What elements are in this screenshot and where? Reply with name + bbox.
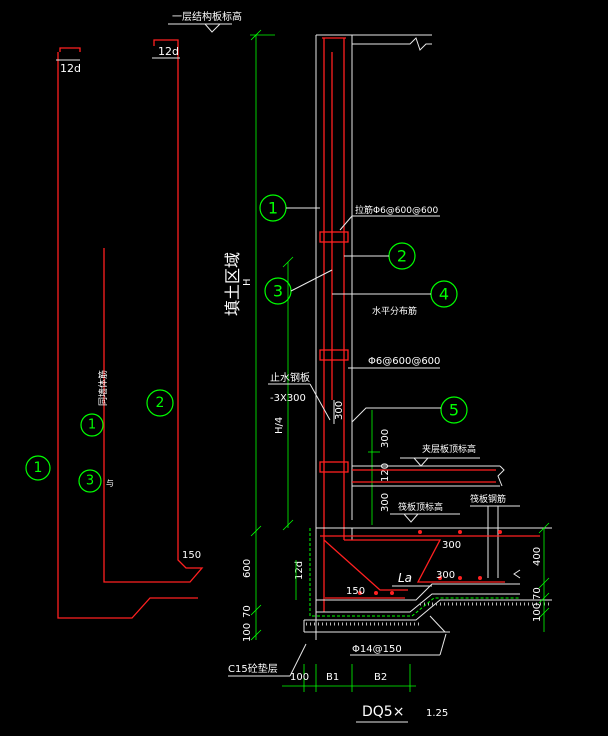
svg-text:1: 1 <box>34 460 43 476</box>
la-label: La <box>398 571 412 585</box>
dim-right-wall: 300 120 300 <box>368 410 391 525</box>
svg-text:70: 70 <box>242 605 253 618</box>
phi6-label: Φ6@600@600 <box>368 356 440 367</box>
dim-h4: H/4 <box>274 256 294 531</box>
svg-text:B2: B2 <box>374 672 387 683</box>
twelve-d-label-b: 12d <box>158 45 179 58</box>
svg-text:100: 100 <box>290 672 309 683</box>
phi14-label: Φ14@150 <box>352 644 402 655</box>
svg-text:300: 300 <box>380 429 391 448</box>
drawing-scale: 1.25 <box>426 708 448 719</box>
wall-body <box>315 34 432 640</box>
svg-text:4: 4 <box>439 285 449 304</box>
svg-text:1: 1 <box>88 418 96 433</box>
svg-text:70: 70 <box>532 587 543 600</box>
svg-text:300: 300 <box>380 493 391 512</box>
svg-text:300: 300 <box>436 570 455 581</box>
callout-3-left <box>78 469 102 493</box>
slab-level-label: 一层结构板标高 <box>172 10 242 23</box>
waterstop-size: -3X300 <box>270 393 306 404</box>
dim-right-footing: 400 70 100 <box>532 522 550 632</box>
svg-text:2: 2 <box>156 395 165 411</box>
dim-150-left: 150 <box>182 550 201 561</box>
svg-text:3: 3 <box>273 282 283 301</box>
svg-text:12d: 12d <box>294 561 305 580</box>
svg-text:300: 300 <box>334 401 345 420</box>
horizontal-rebar-label: 水平分布筋 <box>372 305 417 317</box>
twelve-d-label-a: 12d <box>60 62 81 75</box>
callout-2-left <box>146 389 174 417</box>
svg-text:2: 2 <box>397 247 407 266</box>
svg-text:100: 100 <box>242 623 253 642</box>
svg-text:100: 100 <box>532 603 543 622</box>
svg-text:B1: B1 <box>326 672 339 683</box>
svg-text:300: 300 <box>442 540 461 551</box>
svg-text:5: 5 <box>449 401 459 420</box>
callout-1-left-b <box>80 413 104 437</box>
rebar-detail-left: 12d 12d 150 1 1 3 与 2 同墙体筋 <box>25 39 204 619</box>
svg-text:1: 1 <box>268 199 278 218</box>
svg-text:120: 120 <box>380 463 391 482</box>
with-label: 与 <box>106 479 114 488</box>
tie-rebar-label: 拉筋Φ6@600@600 <box>355 204 438 216</box>
raft-rebar-label: 筏板钢筋 <box>470 493 506 505</box>
same-as-wall-rebar-label: 同墙体筋 <box>97 370 109 406</box>
c15-blinding-label: C15砼垫层 <box>228 662 278 675</box>
callout-5 <box>440 396 468 424</box>
svg-text:150: 150 <box>346 586 365 597</box>
svg-text:400: 400 <box>532 547 543 566</box>
fill-zone-label: 填土区域 <box>223 252 242 316</box>
svg-text:600: 600 <box>242 559 253 578</box>
callout-1-left <box>25 455 51 481</box>
svg-text:3: 3 <box>86 474 94 489</box>
drawing-title: DQ5× <box>362 704 404 720</box>
dim-h: H 600 70 100 <box>242 29 275 642</box>
svg-text:H: H <box>242 278 253 286</box>
mezzanine-level-label: 夹层板顶标高 <box>422 443 476 455</box>
dim-bottom: 100 B1 B2 <box>282 664 416 692</box>
footing <box>303 527 552 633</box>
raft-top-level-label: 筏板顶标高 <box>398 501 443 513</box>
svg-text:H/4: H/4 <box>274 417 285 434</box>
waterstop-label: 止水钢板 <box>270 371 310 384</box>
